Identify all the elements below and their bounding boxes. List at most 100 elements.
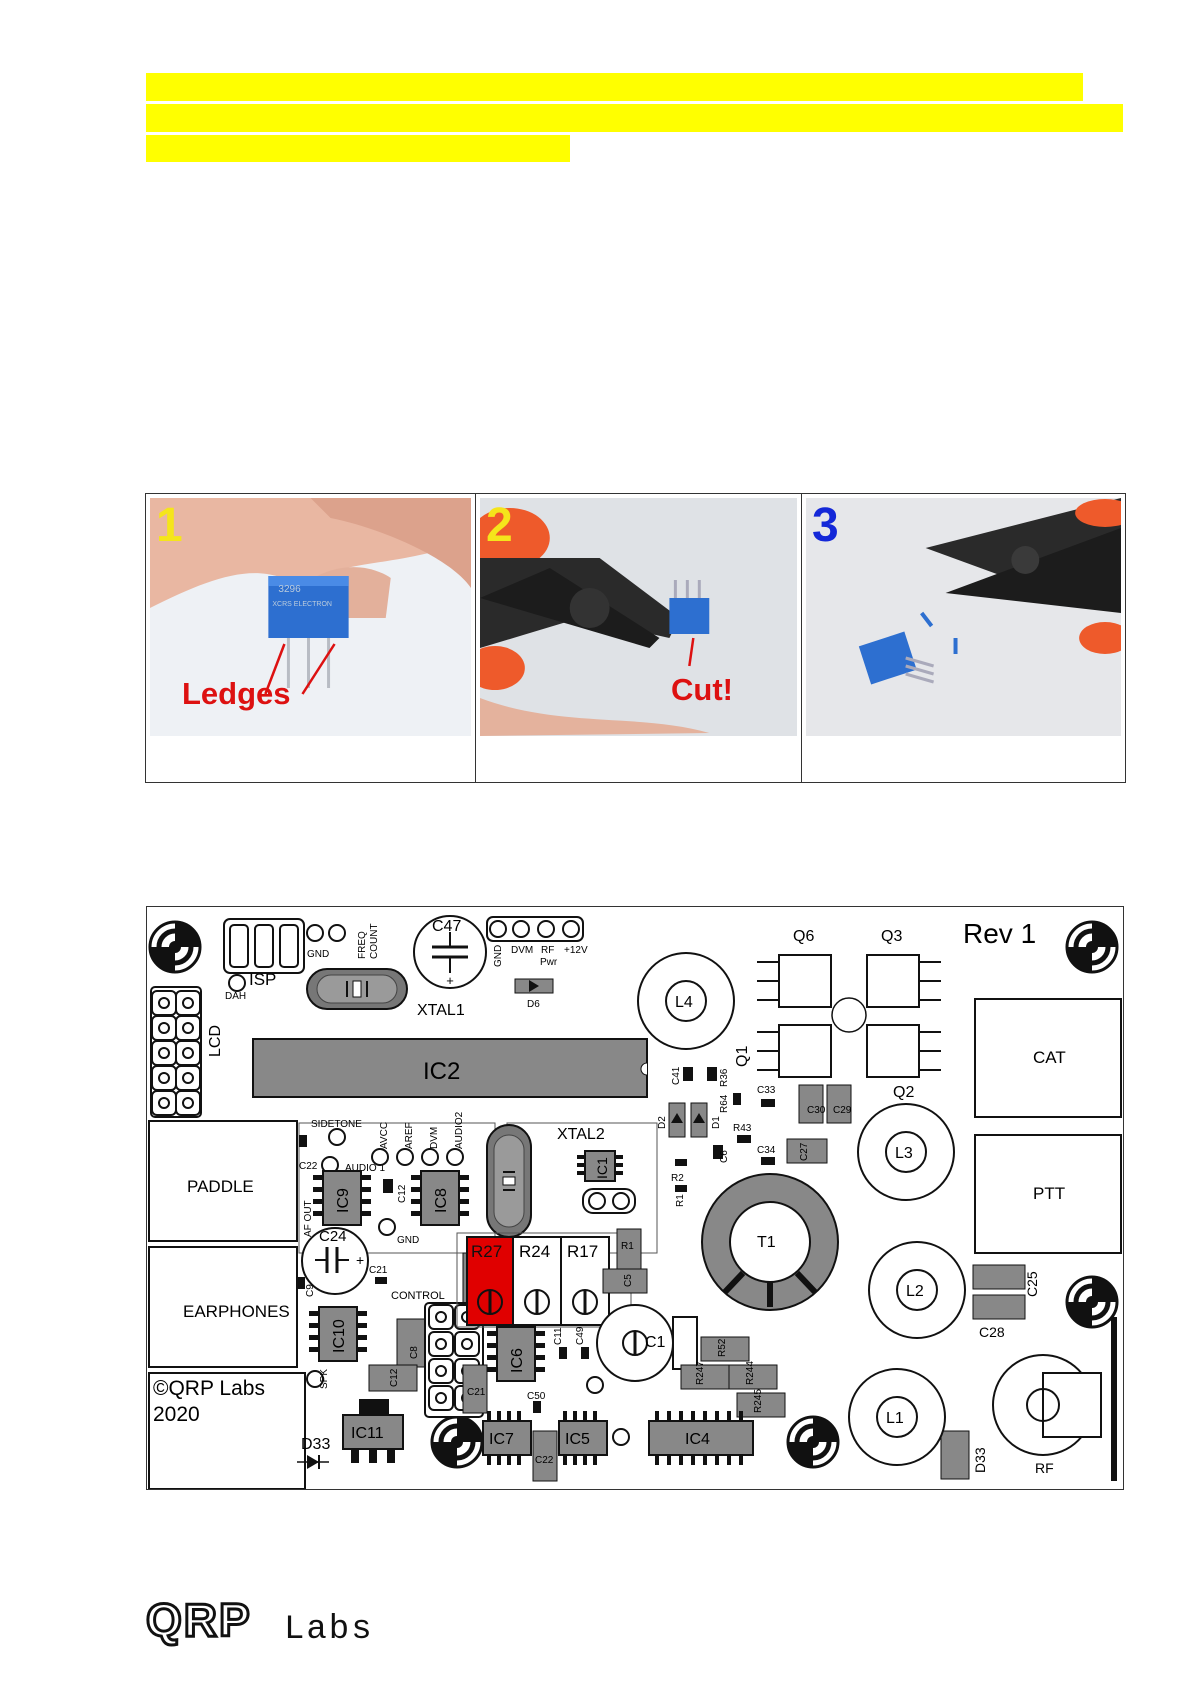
caption-cut: Cut! [671, 672, 733, 707]
photo-cut-result [806, 498, 1121, 736]
t1-toroid: T1 [701, 1173, 839, 1311]
gnd3-label: GND [397, 1235, 419, 1246]
ic9-chip: IC9 [313, 1170, 371, 1226]
isp-label: ISP [249, 970, 276, 989]
r36-label: R36 [719, 1068, 730, 1087]
ic10-label: IC10 [331, 1319, 348, 1353]
c11-label: C22 [535, 1455, 554, 1466]
l2-label: L2 [906, 1283, 924, 1300]
audio1-label: AUDIO 1 [345, 1163, 385, 1174]
c49-label: C12 [397, 1184, 408, 1203]
dvm-label: DVM [511, 945, 533, 956]
r247-label: C9 [305, 1284, 316, 1297]
ic2-chip: IC2 [252, 1038, 648, 1098]
step-number-3: 3 [812, 499, 839, 552]
r246-label: C50 [527, 1391, 546, 1402]
svg-text:+: + [356, 1252, 364, 1268]
ic8-label: IC8 [433, 1188, 450, 1213]
xtal1-label: XTAL1 [417, 1002, 465, 1019]
l4-label: L4 [675, 994, 693, 1011]
c47-capacitor: + C47 [413, 915, 487, 989]
c45-label: R52 [717, 1338, 728, 1357]
c1-label: C1 [645, 1334, 666, 1351]
c1-capacitor: C1 [596, 1304, 698, 1382]
ic8-chip: IC8 [411, 1170, 469, 1226]
freq-label: FREQ [357, 931, 368, 959]
ic1-chip: IC1 [577, 1150, 623, 1182]
ic4-label: IC4 [685, 1431, 710, 1448]
c5-label: R1 [621, 1241, 634, 1252]
mounting-hole-top-left [150, 922, 200, 972]
control-label: CONTROL [391, 1290, 445, 1302]
photo-step-3: 3 [802, 494, 1125, 782]
l1-label: L1 [886, 1410, 904, 1427]
c27-label: C27 [799, 1142, 810, 1161]
c26-label: C25 [1024, 1271, 1040, 1297]
ic5-label: IC5 [565, 1431, 590, 1448]
trimmer-r17: R17 [560, 1236, 610, 1326]
ptt-connector [974, 1134, 1122, 1254]
highlighted-text-line-1 [146, 73, 1083, 101]
step-number-2: 2 [486, 499, 513, 552]
mounting-hole-top-right [1067, 922, 1117, 972]
d6-label: D6 [527, 999, 540, 1010]
c33-label: C33 [757, 1085, 776, 1096]
svg-text:+: + [446, 973, 454, 988]
c21-label: C8 [409, 1346, 420, 1359]
photo-holding-trimmer: 3296 XCRS ELECTRON [150, 498, 471, 736]
c24-capacitor: + C24 [301, 1227, 369, 1295]
q2-label: Q2 [893, 1084, 914, 1101]
ic10-chip: IC10 [309, 1306, 367, 1362]
highlighted-text-line-2 [146, 104, 1123, 132]
rf-out-label: RF [1035, 1460, 1054, 1476]
spk-label: SPK [319, 1369, 330, 1389]
count-label: COUNT [369, 923, 380, 959]
revision-label: Rev 1 [963, 918, 1036, 949]
logo-labs: Labs [284, 1611, 374, 1648]
ic9-label: IC9 [335, 1188, 352, 1213]
d33-label: D33 [301, 1436, 330, 1453]
ic5-chip: IC5 [558, 1411, 608, 1465]
paddle-jack [148, 1120, 298, 1242]
plus12v-label: +12V [564, 945, 588, 956]
l4-inductor: L4 [637, 952, 735, 1050]
chip-marking: 3296 [278, 584, 301, 595]
xtal1-crystal: XTAL1 [306, 968, 465, 1019]
earphones-jack [148, 1246, 298, 1368]
c34-label: C34 [757, 1145, 776, 1156]
r245-label: C49 [575, 1326, 586, 1345]
ic7-label: IC7 [489, 1431, 514, 1448]
c44-label: R245 [753, 1389, 764, 1413]
ic11-label: IC11 [351, 1425, 384, 1442]
gnd2-label: GND [493, 945, 504, 967]
c25-label: C28 [979, 1324, 1005, 1340]
l3-label: L3 [895, 1145, 913, 1162]
chip-brand: XCRS ELECTRON [272, 601, 332, 608]
xtal2-crystal: XTAL2 [486, 1124, 605, 1238]
gnd-label: GND [307, 949, 329, 960]
step-number-1: 1 [156, 499, 183, 552]
r64-label: R64 [719, 1094, 730, 1113]
ic6-label: IC6 [509, 1348, 526, 1373]
dvm2-label: DVM [429, 1127, 440, 1149]
ptt-label: PTT [1033, 1184, 1065, 1203]
rf-connector: RF [992, 1317, 1117, 1481]
audio2-label: AUDIO2 [454, 1111, 465, 1149]
isp-header: ISP DAH [223, 918, 305, 1002]
c41-label: C41 [671, 1066, 682, 1085]
mounting-hole-bottom-right [788, 1417, 838, 1467]
caption-ledges: Ledges [182, 676, 291, 711]
paddle-label: PADDLE [187, 1177, 254, 1196]
qrp-labs-logo: QRP Labs [145, 1593, 386, 1653]
lcd-label: LCD [207, 1025, 224, 1057]
q6-label: Q6 [793, 928, 814, 945]
c22-label: C12 [389, 1368, 400, 1387]
highlighted-text-line-3 [146, 135, 570, 162]
trimmer-r27-highlighted: R27 [466, 1236, 514, 1326]
pwr-label: Pwr [540, 957, 558, 968]
cat-connector [974, 998, 1122, 1118]
c24-label: C24 [319, 1228, 347, 1245]
ic6-chip: IC6 [487, 1326, 545, 1382]
mounting-hole-right [1067, 1277, 1117, 1327]
ic11-regulator: IC11 [342, 1399, 404, 1463]
